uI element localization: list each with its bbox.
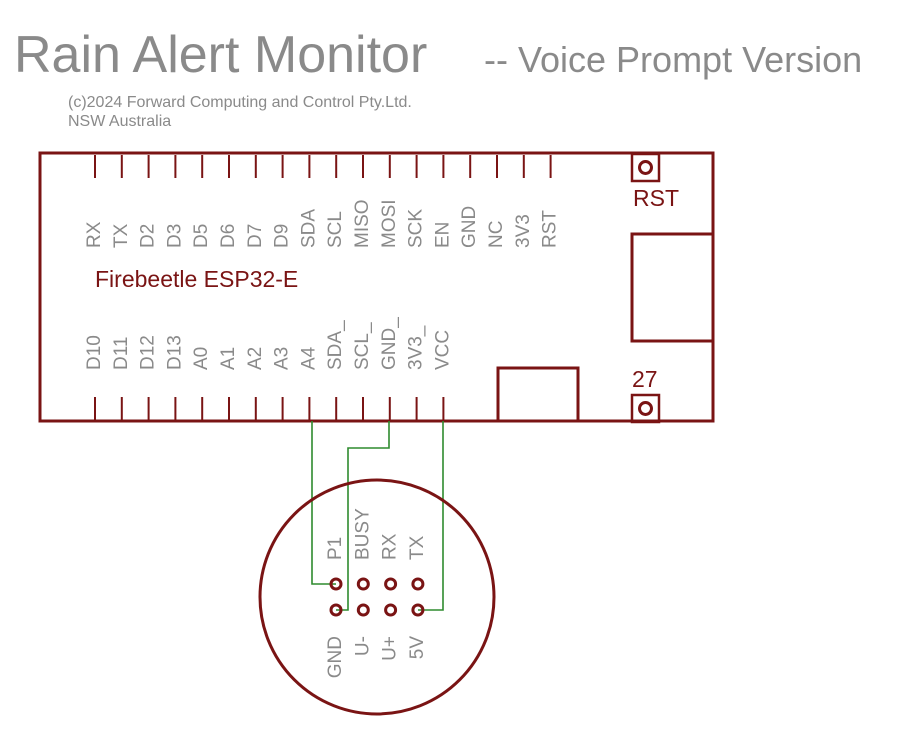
battery-connector	[496, 366, 580, 423]
copyright-line-1: (c)2024 Forward Computing and Control Pt…	[68, 94, 412, 111]
top-pin-label-rst: RST	[540, 210, 561, 248]
top-pin-label-d9: D9	[272, 224, 293, 248]
top-pin-label-d7: D7	[245, 224, 266, 248]
module-pad-tx	[411, 577, 425, 591]
top-pin-label-d3: D3	[164, 224, 185, 248]
top-pin-label-d6: D6	[218, 224, 239, 248]
wire-gnd-to-gnd	[336, 421, 390, 611]
rst-pad-square	[630, 152, 661, 183]
bottom-pin-label-vcc: VCC	[432, 330, 453, 370]
pad-27-square	[630, 393, 661, 424]
top-pin-label-scl: SCL	[325, 211, 346, 248]
wire-vcc-to-5v	[418, 421, 444, 611]
bottom-pin-label-sda: SDA_	[325, 320, 346, 370]
top-pin-label-sda: SDA	[298, 209, 319, 248]
rst-pad	[638, 160, 653, 175]
bottom-pin-label-gnd: GND_	[379, 317, 400, 370]
top-pin-label-d2: D2	[138, 224, 159, 248]
bottom-pin-label-a3: A3	[272, 347, 293, 370]
module-pin-label-tx: TX	[407, 535, 428, 560]
module-pad-gnd	[329, 603, 343, 617]
bottom-pin-label-a0: A0	[191, 347, 212, 370]
bottom-pin-label-3v3: 3V3_	[406, 325, 427, 370]
module-pin-label-5v: 5V	[407, 636, 428, 660]
rst-pad-label: RST	[633, 185, 679, 211]
usb-connector	[630, 232, 715, 343]
diagram-title: Rain Alert Monitor	[14, 26, 427, 84]
module-pin-label-u: U+	[380, 636, 401, 661]
diagram-subtitle: -- Voice Prompt Version	[484, 39, 862, 80]
bottom-pin-label-a2: A2	[245, 347, 266, 370]
module-pad-p1	[329, 577, 343, 591]
module-pad-5v	[411, 603, 425, 617]
top-pin-label-d5: D5	[191, 224, 212, 248]
top-pin-label-mosi: MOSI	[379, 199, 400, 248]
wiring	[311, 421, 444, 611]
module-pin-label-rx: RX	[380, 533, 401, 560]
top-pin-label-sck: SCK	[406, 209, 427, 248]
top-pin-label-miso: MISO	[352, 199, 373, 248]
module-pin-label-gnd: GND	[325, 636, 346, 678]
bottom-pin-label-d13: D13	[164, 335, 185, 370]
top-pin-label-3v3: 3V3	[513, 214, 534, 248]
board-name: Firebeetle ESP32-E	[95, 266, 298, 292]
module-pad-rx	[384, 577, 398, 591]
module-pad-u	[356, 603, 370, 617]
bottom-pin-label-scl: SCL_	[352, 322, 373, 370]
bottom-pin-label-a4: A4	[298, 346, 319, 370]
bottom-pin-label-a1: A1	[218, 347, 239, 370]
top-pin-label-gnd: GND	[459, 206, 480, 248]
pad-27-label: 27	[632, 366, 658, 392]
copyright-line-2: NSW Australia	[68, 113, 171, 130]
bottom-pin-label-d12: D12	[138, 335, 159, 370]
top-pin-label-tx: TX	[111, 223, 132, 248]
module-pad-busy	[356, 577, 370, 591]
module-pin-label-p1: P1	[325, 537, 346, 560]
bottom-pin-label-d10: D10	[84, 335, 105, 370]
bottom-pin-label-d11: D11	[111, 337, 132, 370]
pad-27	[638, 401, 653, 416]
top-pin-label-nc: NC	[486, 221, 507, 248]
module-pads	[329, 577, 425, 617]
wire-a4-to-p1	[311, 421, 336, 585]
module-pin-label-u: U-	[352, 636, 373, 656]
top-pin-label-en: EN	[432, 222, 453, 248]
module-pin-label-busy: BUSY	[352, 508, 373, 560]
module-pad-u	[384, 603, 398, 617]
top-pin-label-rx: RX	[84, 221, 105, 248]
voice-module-outline	[258, 478, 496, 716]
